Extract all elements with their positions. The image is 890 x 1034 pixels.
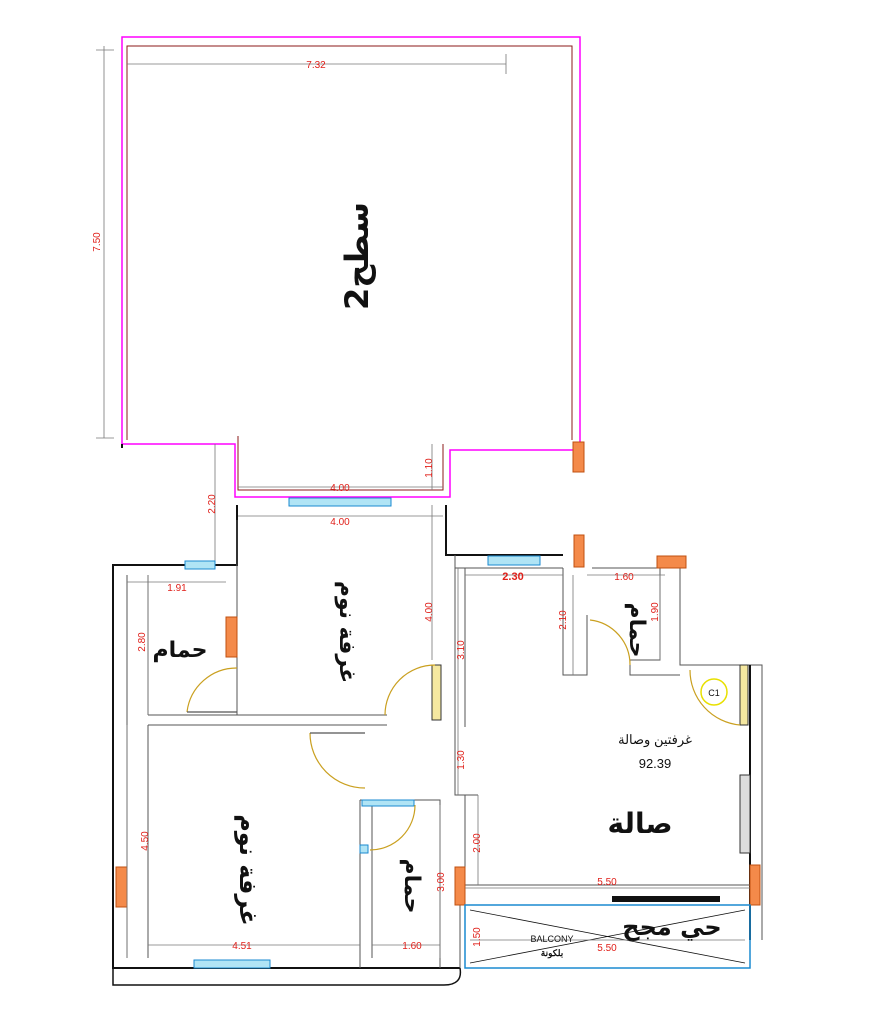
balcony: 5.50 1.50 BALCONY بلكونة حي مجح (464, 896, 751, 969)
dim-left-220: 2.20 (207, 494, 218, 514)
dim-bath-width: 1.91 (167, 583, 187, 594)
dim-hall-width: 5.50 (597, 877, 617, 888)
window-top (288, 497, 392, 507)
roof-label: سطح2 (338, 202, 376, 310)
bath-bottom-label: حمام (399, 859, 424, 914)
dim-top-a: 4.00 (330, 483, 350, 494)
apartment-area: 92.39 (639, 756, 672, 771)
dim-hall-200: 2.00 (472, 833, 483, 853)
balcony-label-ar: بلكونة (541, 948, 563, 959)
dim-top-b: 4.00 (330, 517, 350, 528)
roof-outline (121, 36, 581, 498)
doors (186, 619, 741, 851)
dim-right-110: 1.10 (424, 458, 435, 478)
bath-left-label: حمام (153, 638, 208, 663)
dim-kitchen-230: 2.30 (502, 571, 523, 583)
hall-label: صالة (607, 807, 672, 840)
dim-roof-width: 7.32 (306, 60, 326, 71)
bath-right-label: حمام (624, 603, 649, 658)
column-marker (572, 441, 585, 473)
dim-bath3-300: 3.00 (436, 872, 447, 892)
apartment-label: غرفتين وصالة (618, 732, 692, 748)
dim-bed2-height: 4.50 (140, 831, 151, 851)
dim-corridor-310: 3.10 (456, 640, 467, 660)
windows (184, 555, 751, 969)
column-tag-circle (700, 678, 728, 706)
bedroom-bottom-label: غرفة نوم (234, 814, 262, 926)
dim-balcony-depth: 1.50 (472, 927, 483, 947)
balcony-partial-label: حي مجح (622, 913, 721, 941)
interior-dimensions: 1.91 2.80 4.00 3.10 1.30 2.00 3.00 2.30 … (126, 505, 750, 958)
columns (115, 534, 761, 908)
dim-bed-height: 4.00 (424, 602, 435, 622)
dim-bath3-width: 1.60 (402, 941, 422, 952)
bedroom-top-label: غرفة نوم (334, 581, 359, 683)
dim-roof-height: 7.50 (92, 232, 103, 252)
dim-bed2-width: 4.51 (232, 941, 252, 952)
roof-dimensions: 7.32 7.50 (92, 46, 507, 439)
dim-bath2-210: 2.10 (558, 610, 569, 630)
dim-bath-height: 2.80 (137, 632, 148, 652)
column-tag-label: C1 (708, 688, 720, 698)
dim-corridor-130: 1.30 (456, 750, 467, 770)
dim-bath2-width: 1.60 (614, 572, 634, 583)
dim-balcony-width: 5.50 (597, 943, 617, 954)
top-dimensions: 4.00 4.00 2.20 1.10 (207, 444, 443, 565)
dim-bath2-190: 1.90 (650, 602, 661, 622)
balcony-label-en: BALCONY (530, 934, 573, 944)
